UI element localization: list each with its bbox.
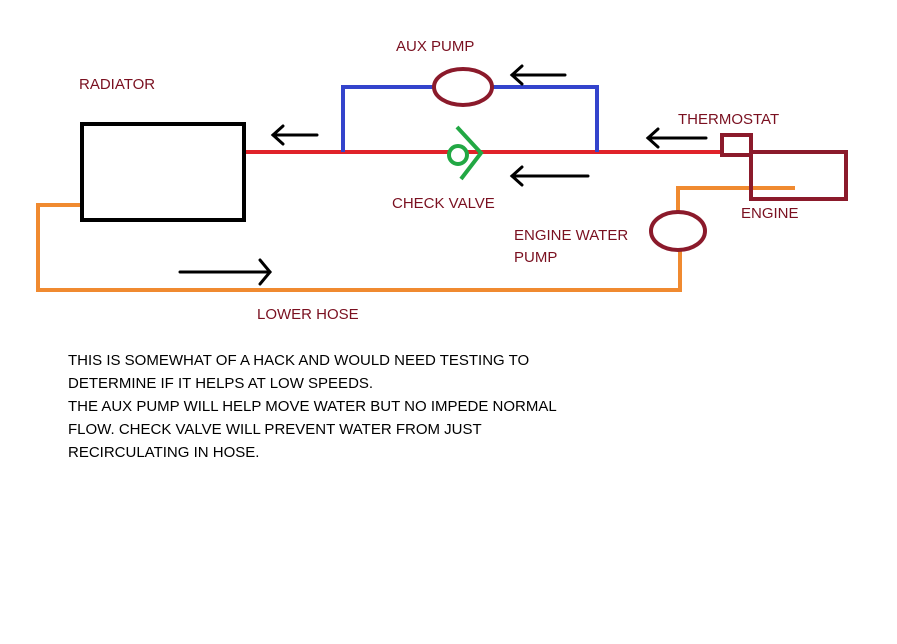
note-line: FLOW. CHECK VALVE WILL PREVENT WATER FRO… [68,421,482,438]
note-line: RECIRCULATING IN HOSE. [68,444,260,461]
radiator-label: RADIATOR [79,76,155,93]
thermostat-box [720,133,753,157]
engine-shape [749,150,848,201]
check-valve-seat [455,125,484,181]
aux-pump-label: AUX PUMP [396,38,474,55]
check-valve-ball [447,144,469,166]
engine-water-pump-label-line2: PUMP [514,249,557,266]
lower-hose-label: LOWER HOSE [257,306,359,323]
flow-arrow-radiator-inlet [270,124,319,146]
radiator-box [80,122,246,222]
flow-arrow-aux-pump [509,64,567,86]
flow-arrow-thermostat [645,127,708,149]
thermostat-label: THERMOSTAT [678,111,779,128]
check-valve-label: CHECK VALVE [392,195,495,212]
explanation-note: THIS IS SOMEWHAT OF A HACK AND WOULD NEE… [68,349,668,464]
lower-hose-pipe [36,203,682,292]
engine-water-pump-label-line1: ENGINE WATER [514,227,628,244]
note-line: THIS IS SOMEWHAT OF A HACK AND WOULD NEE… [68,352,530,369]
flow-arrow-lower-hose [178,258,272,286]
note-line: THE AUX PUMP WILL HELP MOVE WATER BUT NO… [68,398,557,415]
engine-water-pump [649,210,707,252]
check-valve [447,125,484,181]
engine-label: ENGINE [741,205,799,222]
aux-pump [432,67,494,107]
flow-arrow-check-valve [509,165,590,187]
engine-water-pump-outlet-pipe [676,186,795,212]
note-line: DETERMINE IF IT HELPS AT LOW SPEEDS. [68,375,374,392]
